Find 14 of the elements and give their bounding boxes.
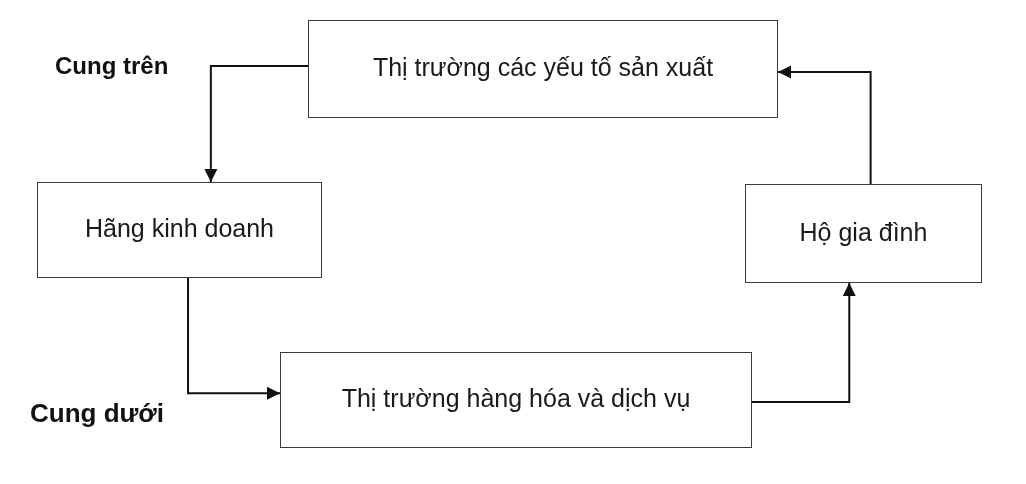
- process-box: [280, 352, 752, 448]
- process-box: [308, 20, 778, 118]
- node-text: Hộ gia đình: [799, 216, 928, 247]
- arrow: [751, 282, 856, 403]
- arrow: [777, 65, 872, 185]
- node-text: Thị trường hàng hóa và dịch vụ: [341, 383, 691, 413]
- arrow: [187, 277, 281, 400]
- flow-label: Cung trên: [55, 51, 169, 81]
- process-box: [37, 182, 322, 278]
- node-text: Thị trường các yếu tố sản xuất: [372, 52, 714, 82]
- node-text: Hãng kinh doanh: [84, 213, 274, 243]
- process-box: [745, 184, 982, 283]
- flow-label: Cung dưới: [30, 398, 165, 428]
- arrow: [204, 65, 309, 183]
